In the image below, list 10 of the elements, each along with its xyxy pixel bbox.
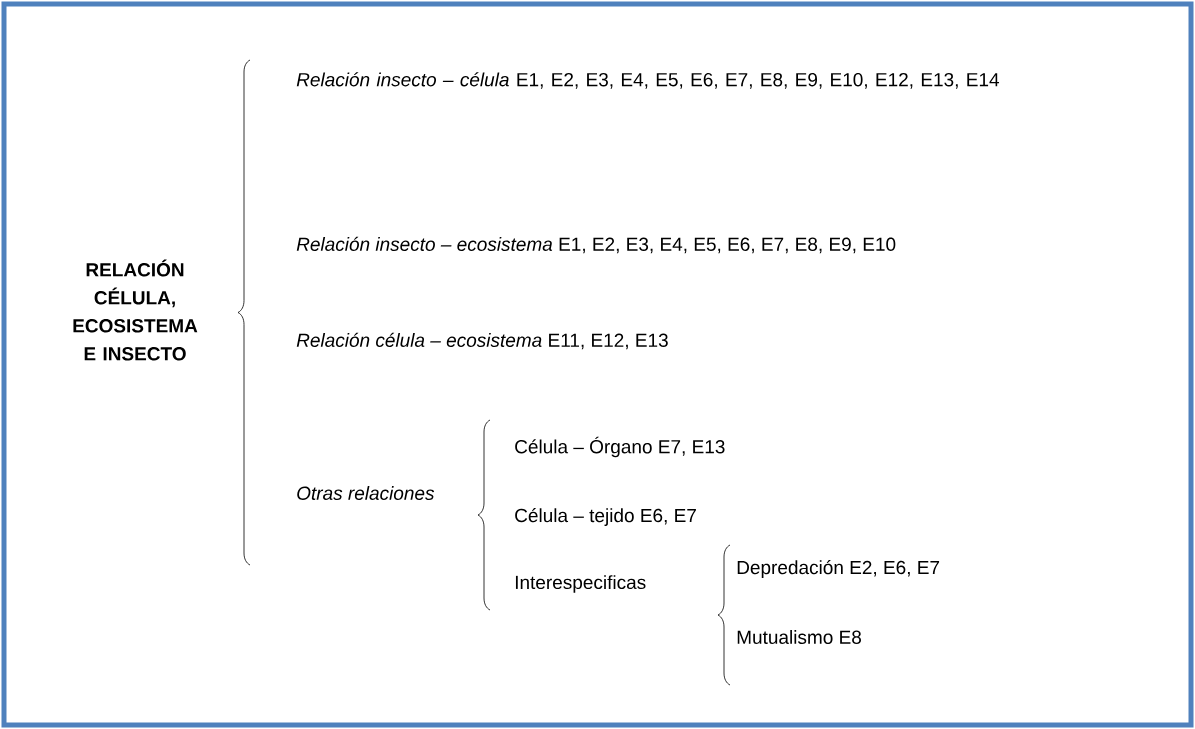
list-entry: Célula – Órgano E7, E13 xyxy=(515,436,725,458)
root-heading: RELACIÓN CÉLULA, ECOSISTEMA E INSECTO xyxy=(73,259,198,361)
list-entry: Célula – tejido E6, E7 xyxy=(515,508,696,526)
list-entry: Relación insecto – célula E1, E2, E3, E4, E5, E6, E7, E8, E9, E10, E12, E13, E14 xyxy=(296,72,999,89)
list-entry: Mutualismo E8 xyxy=(737,630,861,644)
list-entry: Otras relaciones xyxy=(297,486,435,500)
list-entry: Relación insecto – ecosistema E1, E2, E3, E4, E5, E6, E7, E8, E9, E10 xyxy=(296,236,896,254)
list-entry: Relación célula – ecosistema E11, E12, E13 xyxy=(296,332,668,350)
list-entry: Interespecificas xyxy=(515,575,646,593)
list-entry: Depredación E2, E6, E7 xyxy=(737,560,940,578)
